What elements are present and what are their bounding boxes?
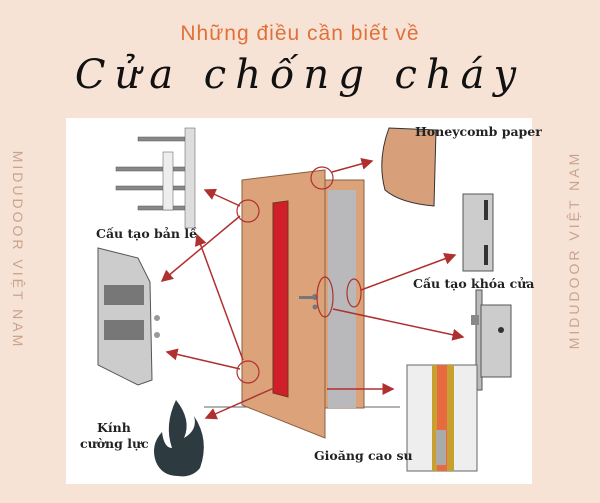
door-leaf [241,169,326,439]
subtitle: Những điều cần biết về [180,22,420,45]
flame-icon [154,400,204,477]
label-hinge: Cấu tạo bản lề [96,226,197,241]
label-lock: Cấu tạo khóa cửa [413,276,534,291]
gasket-image [406,364,478,472]
mortise-lock-image [471,289,512,391]
label-gasket: Gioăng cao su [314,448,413,463]
hinge-plate-image [97,247,160,386]
glass-window [272,200,289,398]
honeycomb-panel-image [381,127,437,207]
hinge-image [115,127,196,229]
door-frame [321,179,365,409]
label-honeycomb: Honeycomb paper [415,124,542,139]
lock-strike-plate-image [462,193,494,272]
highlight-circles [236,166,362,384]
label-glass-line2: cường lực [80,436,149,451]
page-title: Cửa chống cháy [74,52,526,98]
callout-arrows [160,157,465,420]
label-glass-line1: Kính [97,420,131,435]
